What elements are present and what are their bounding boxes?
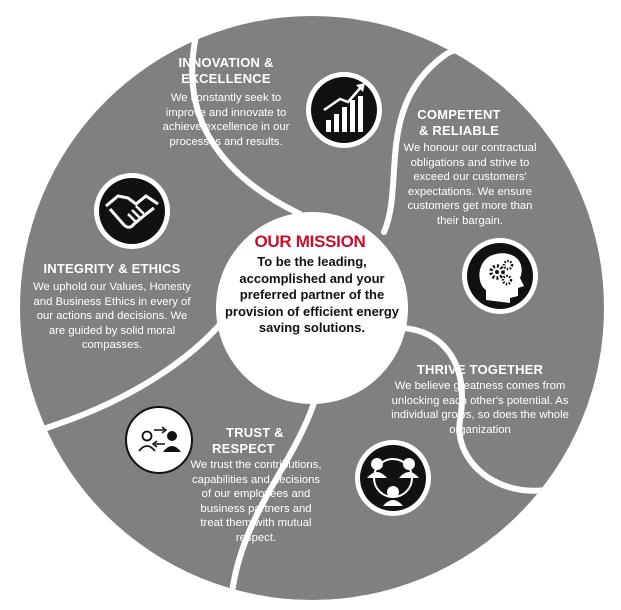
integrity-title: INTEGRITY & ETHICS (43, 261, 181, 276)
integrity-body: We uphold our Values, Honesty and Busine… (33, 281, 191, 352)
competent-title-line1: COMPETENT (417, 107, 501, 122)
head-gears-icon (462, 238, 538, 314)
mission-title: OUR MISSION (254, 232, 366, 251)
innovation-body: We constantly seek to improve and innova… (162, 92, 290, 148)
competent-body: We honour our contractual obligations an… (403, 142, 537, 227)
handshake-icon (94, 173, 170, 249)
innovation-title: INNOVATION & EXCELLENCE (156, 55, 296, 87)
divider-top (189, 16, 303, 217)
thrive-body: We believe greatness comes from unlockin… (391, 380, 569, 436)
innovation-title-line2: EXCELLENCE (181, 71, 271, 86)
trust-title: TRUST & RESPECT (212, 425, 292, 457)
growth-chart-icon (306, 72, 382, 148)
mission-text: To be the leading, accomplished and your… (224, 254, 400, 336)
trust-title-line2: RESPECT (212, 441, 275, 456)
trust-body: We trust the contributions, capabilities… (190, 459, 322, 544)
exchange-people-icon (125, 406, 193, 474)
team-circle-icon (355, 440, 431, 516)
competent-title-line2: & RELIABLE (419, 123, 499, 138)
divider-bottom (227, 397, 318, 600)
trust-title-line1: TRUST & (226, 425, 284, 440)
thrive-title: THRIVE TOGETHER (416, 362, 544, 377)
divider-lower-right (399, 325, 603, 494)
mission-center-circle (216, 212, 408, 404)
competent-title: COMPETENT & RELIABLE (407, 107, 511, 139)
innovation-title-line1: INNOVATION & (178, 55, 274, 70)
